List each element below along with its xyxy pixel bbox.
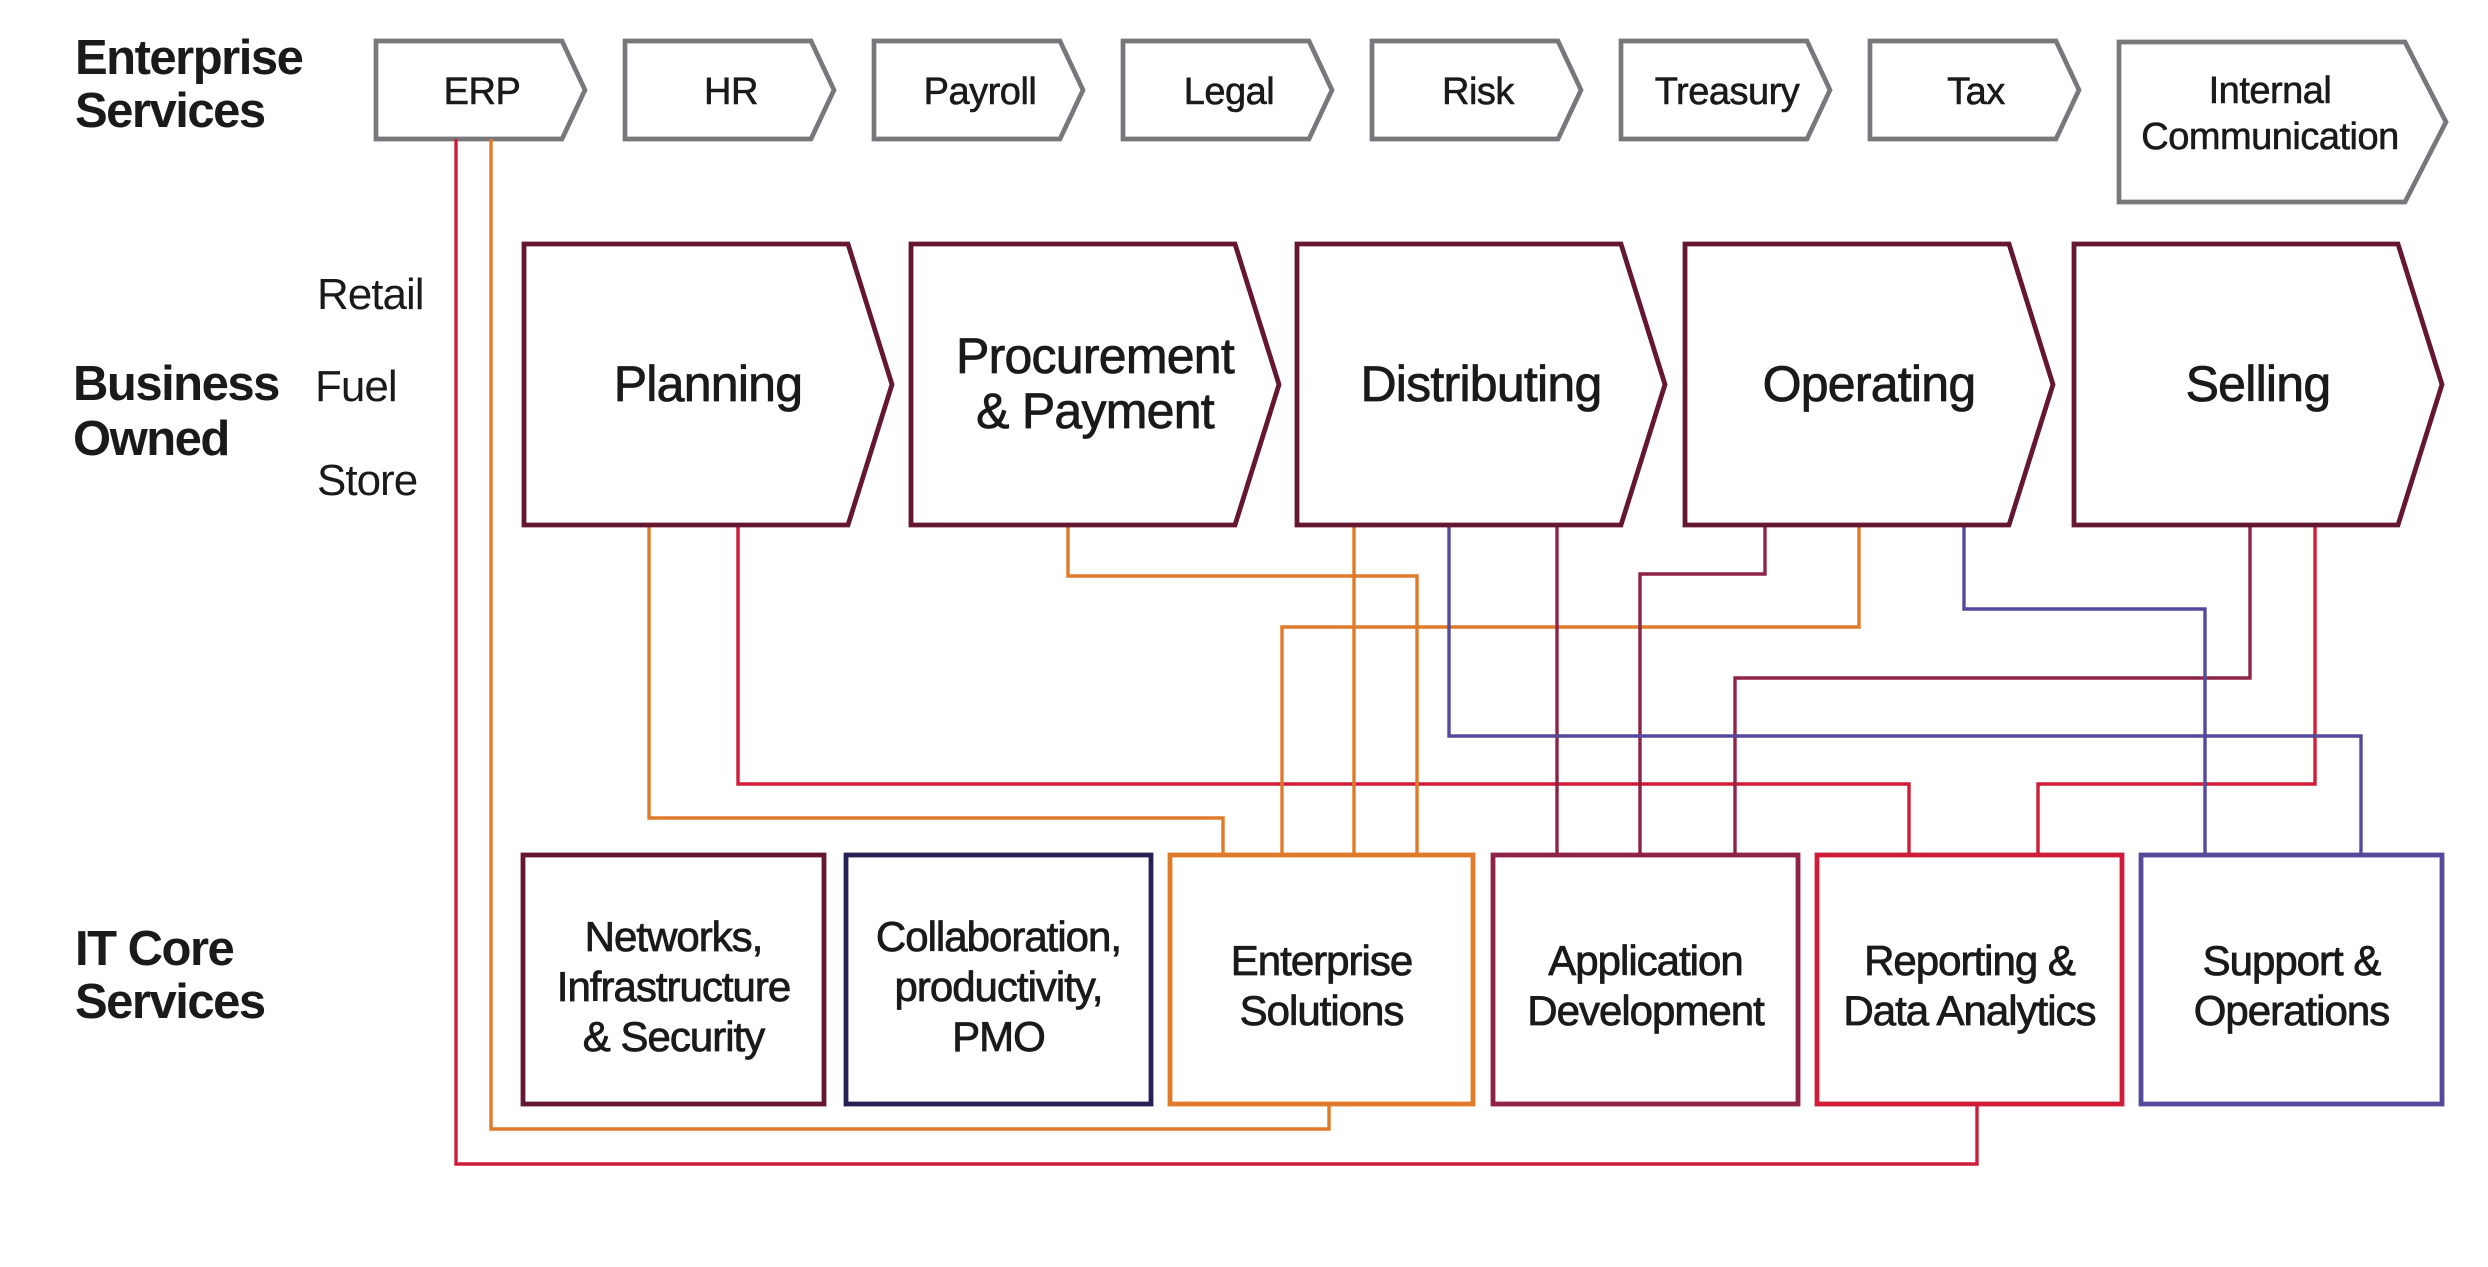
svg-text:Internal: Internal — [2209, 70, 2332, 112]
svg-text:Data Analytics: Data Analytics — [1843, 987, 2095, 1034]
svg-text:Business: Business — [73, 357, 279, 411]
svg-text:Infrastructure: Infrastructure — [557, 963, 790, 1010]
svg-text:Networks,: Networks, — [585, 913, 763, 960]
svg-text:Tax: Tax — [1947, 71, 2005, 113]
svg-text:Selling: Selling — [2186, 356, 2331, 412]
svg-text:Enterprise: Enterprise — [1231, 937, 1412, 984]
svg-text:ERP: ERP — [444, 71, 521, 113]
svg-text:Collaboration,: Collaboration, — [876, 913, 1121, 960]
svg-text:Operations: Operations — [2194, 987, 2389, 1034]
svg-text:Fuel: Fuel — [315, 362, 397, 411]
svg-text:productivity,: productivity, — [895, 963, 1103, 1010]
svg-text:Distributing: Distributing — [1360, 356, 1601, 412]
svg-text:Treasury: Treasury — [1655, 71, 1800, 113]
svg-text:Payroll: Payroll — [924, 71, 1037, 113]
svg-text:Reporting &: Reporting & — [1864, 937, 2076, 984]
svg-text:& Security: & Security — [583, 1013, 765, 1060]
svg-text:Store: Store — [317, 456, 417, 505]
svg-text:& Payment: & Payment — [976, 383, 1215, 439]
svg-text:Development: Development — [1527, 987, 1765, 1034]
svg-text:Retail: Retail — [317, 270, 424, 319]
svg-text:Owned: Owned — [73, 412, 229, 466]
svg-text:Services: Services — [75, 975, 265, 1029]
svg-text:PMO: PMO — [952, 1013, 1045, 1060]
svg-text:Application: Application — [1548, 937, 1742, 984]
svg-text:Risk: Risk — [1442, 71, 1515, 113]
svg-text:Procurement: Procurement — [956, 328, 1235, 384]
svg-text:Legal: Legal — [1184, 71, 1274, 113]
svg-text:IT Core: IT Core — [75, 922, 234, 976]
svg-text:Communication: Communication — [2141, 116, 2399, 158]
svg-text:HR: HR — [704, 71, 758, 113]
svg-text:Enterprise: Enterprise — [75, 31, 303, 85]
svg-text:Planning: Planning — [614, 356, 803, 412]
svg-text:Support &: Support & — [2203, 937, 2382, 984]
svg-text:Operating: Operating — [1763, 356, 1976, 412]
svg-text:Services: Services — [75, 84, 265, 138]
svg-text:Solutions: Solutions — [1240, 987, 1404, 1034]
